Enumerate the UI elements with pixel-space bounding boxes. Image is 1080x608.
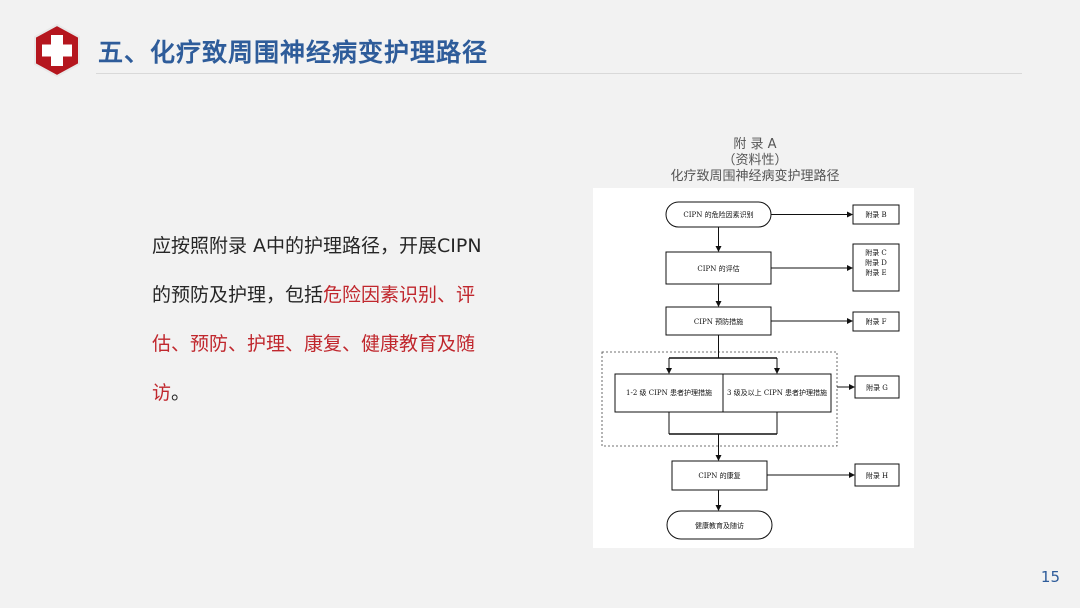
appendix-f-box <box>852 311 900 332</box>
body-text-plain: 应按照附录 A中的护理路径，开展CIPN 的预防及护理，包括 <box>152 235 482 306</box>
node-start-label: CIPN 的危险因素识别 <box>683 210 753 219</box>
grade-group-frame <box>601 351 838 447</box>
body-text-highlight: 危险因素识别、评估、预防、护理、康复、健康教育及随访 <box>152 284 476 404</box>
appendix-b-box <box>852 204 900 225</box>
node-assess <box>665 251 772 285</box>
appendix-b-label: 附录 B <box>865 210 886 219</box>
node-end-label: 健康教育及随访 <box>695 521 744 530</box>
page-title: 五、化疗致周围神经病变护理路径 <box>98 38 489 67</box>
appendix-g-box <box>854 375 900 399</box>
node-grade12 <box>614 373 724 413</box>
node-grade12-label: 1-2 级 CIPN 患者护理措施 <box>626 388 712 397</box>
node-assess-label: CIPN 的评估 <box>697 264 739 273</box>
appendix-cde-box <box>852 243 900 292</box>
appendix-c-label: 附录 C <box>865 248 887 257</box>
node-rehab-label: CIPN 的康复 <box>698 471 740 480</box>
node-rehab <box>671 460 768 491</box>
figure-caption-appendix: 附 录 A <box>733 137 777 152</box>
title-divider <box>96 73 1022 74</box>
body-text-end: 。 <box>171 382 191 404</box>
appendix-f-label: 附录 F <box>865 317 886 326</box>
body-paragraph: 应按照附录 A中的护理路径，开展CIPN 的预防及护理，包括危险因素识别、评估、… <box>152 222 502 418</box>
node-end <box>666 510 773 540</box>
page-number: 15 <box>1040 568 1060 586</box>
node-prevent-label: CIPN 预防措施 <box>694 317 743 326</box>
appendix-d-label: 附录 D <box>865 258 887 267</box>
appendix-g-label: 附录 G <box>866 383 888 392</box>
appendix-h-box <box>854 463 900 487</box>
nursing-pathway-flowchart: CIPN 的危险因素识别 CIPN 的评估 CIPN 预防措施 1-2 级 CI… <box>593 188 914 548</box>
appendix-h-label: 附录 H <box>866 471 888 480</box>
figure-caption-title: 化疗致周围神经病变护理路径 <box>670 169 840 184</box>
figure-caption-type: （资料性） <box>722 153 788 168</box>
node-prevent <box>665 306 772 336</box>
node-grade3-label: 3 级及以上 CIPN 患者护理措施 <box>727 388 827 397</box>
appendix-e-label: 附录 E <box>865 268 886 277</box>
medical-cross-logo <box>33 23 81 78</box>
